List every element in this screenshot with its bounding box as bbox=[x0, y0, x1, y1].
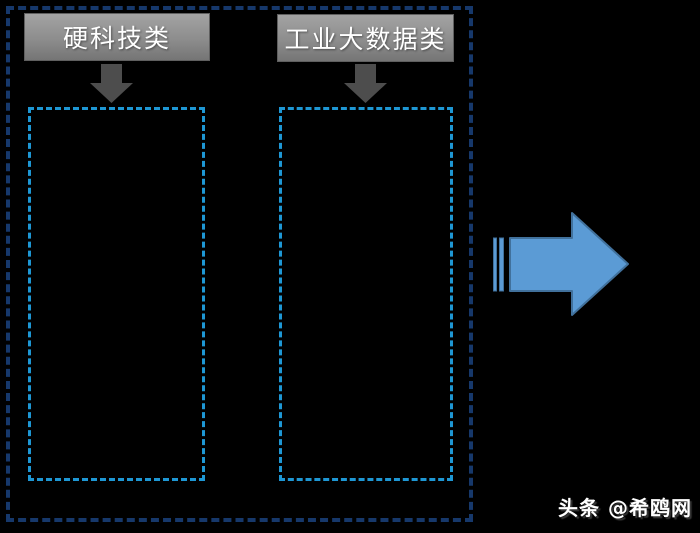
content-box-hard-tech bbox=[28, 107, 205, 481]
down-arrow-icon bbox=[344, 64, 387, 103]
header-hard-tech: 硬科技类 bbox=[24, 13, 210, 61]
outer-dashed-frame bbox=[6, 6, 473, 522]
striped-right-arrow-icon bbox=[493, 212, 629, 316]
header-big-data-label: 工业大数据类 bbox=[284, 25, 447, 54]
header-hard-tech-label: 硬科技类 bbox=[62, 24, 171, 53]
watermark: 头条 @希鸥网 bbox=[558, 496, 692, 520]
content-box-big-data bbox=[279, 107, 453, 481]
header-big-data: 工业大数据类 bbox=[277, 14, 454, 62]
down-arrow-icon bbox=[90, 64, 133, 103]
